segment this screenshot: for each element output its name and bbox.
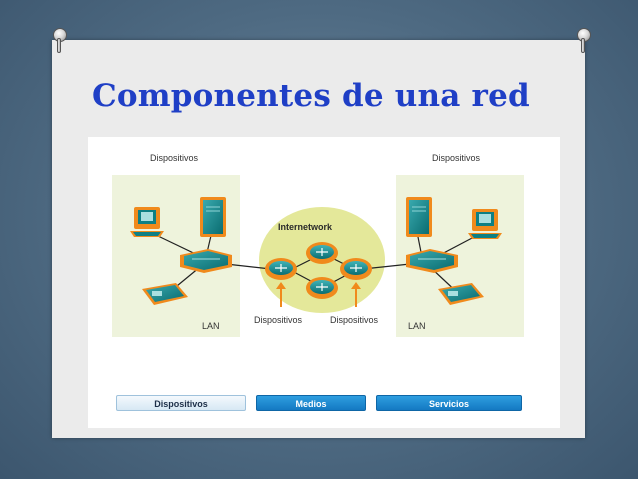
server-icon (406, 197, 432, 237)
pushpin-icon (576, 28, 591, 54)
desktop-pc-icon (130, 207, 164, 237)
left-lan-label: LAN (202, 321, 220, 331)
switch-icon (406, 249, 458, 273)
tab-dispositivos[interactable]: Dispositivos (116, 395, 246, 411)
ip-phone-icon (438, 283, 484, 305)
router-icon (265, 258, 297, 280)
router-icon (306, 242, 338, 264)
tab-medios[interactable]: Medios (256, 395, 366, 411)
tab-servicios[interactable]: Servicios (376, 395, 522, 411)
desktop-pc-icon (468, 209, 502, 239)
arrow-up-icon (276, 282, 286, 307)
server-icon (200, 197, 226, 237)
pushpin-icon (52, 28, 67, 54)
network-diagram: Dispositivos Dispositivos Internetwork D… (88, 137, 560, 428)
arrow-up-icon (351, 282, 361, 307)
router-icon (306, 277, 338, 299)
left-devices-label: Dispositivos (150, 153, 199, 163)
router-devices-label-left: Dispositivos (254, 315, 303, 325)
slide-title: Componentes de una red (92, 78, 530, 114)
router-devices-label-right: Dispositivos (330, 315, 379, 325)
internetwork-label: Internetwork (278, 222, 333, 232)
right-lan-label: LAN (408, 321, 426, 331)
router-icon (340, 258, 372, 280)
right-devices-label: Dispositivos (432, 153, 481, 163)
switch-icon (180, 249, 232, 273)
ip-phone-icon (142, 283, 188, 305)
